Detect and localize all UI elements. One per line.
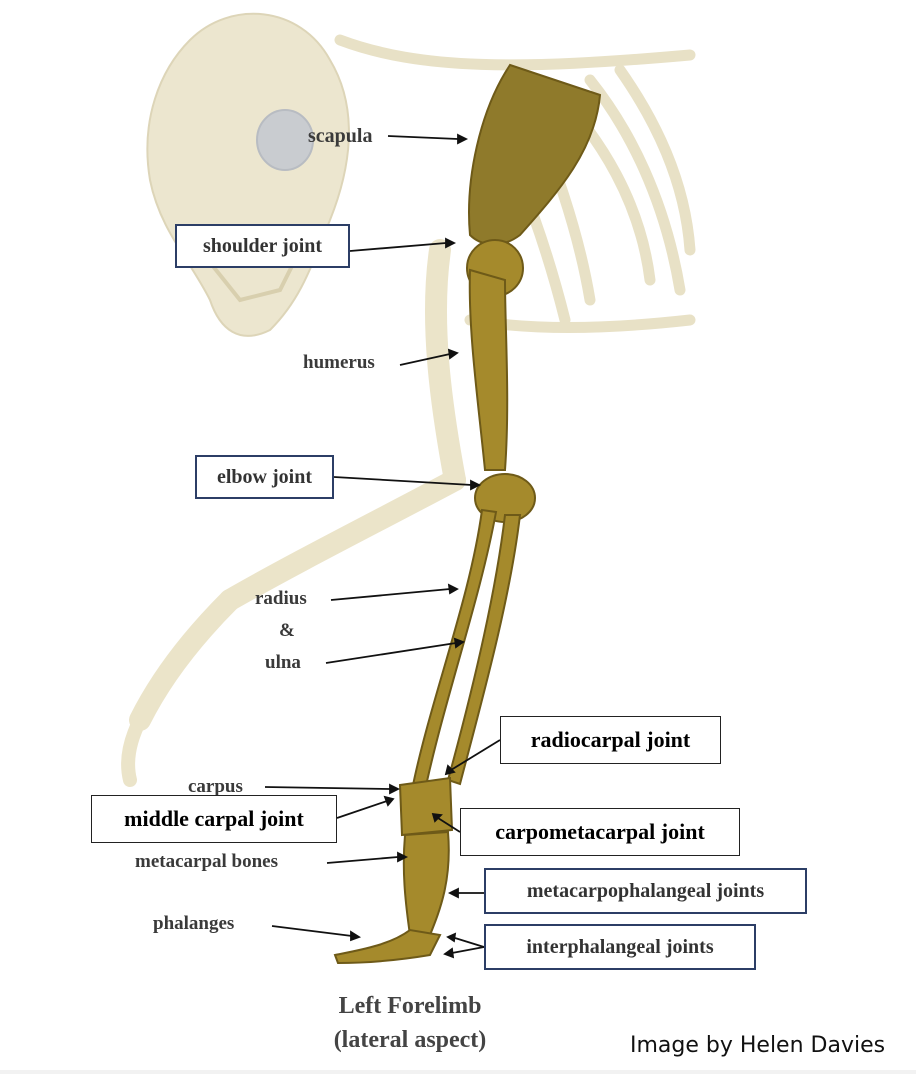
pointer-lines [264, 133, 501, 959]
metacarpophalangeal-joints-label: metacarpophalangeal joints [484, 868, 807, 914]
carpometacarpal-joint-label: carpometacarpal joint [460, 808, 740, 856]
caption-line-1: Left Forelimb [338, 993, 482, 1019]
faded-right-limb [121, 239, 466, 787]
humerus-bone [468, 268, 509, 471]
radius-label: radius [255, 588, 307, 609]
highlighted-forelimb [333, 63, 602, 965]
ulna-label: ulna [265, 652, 301, 673]
faded-skull [146, 12, 350, 337]
phalanges-label: phalanges [153, 913, 235, 934]
shoulder-joint-label: shoulder joint [175, 224, 350, 268]
scapula-label: scapula [308, 125, 373, 147]
middle-carpal-joint-label: middle carpal joint [91, 795, 337, 843]
carpus-label: carpus [188, 776, 243, 797]
carpal-bones [398, 776, 454, 837]
scapula-bone [468, 63, 602, 246]
figure-caption: Left Forelimb (lateral aspect) [290, 989, 530, 1057]
metacarpal-bones-shape [402, 830, 450, 936]
phalanges-bones [333, 928, 442, 965]
ampersand-label: & [279, 620, 295, 641]
metacarpal-bones-label: metacarpal bones [135, 851, 279, 872]
humerus-label: humerus [303, 352, 375, 373]
bottom-divider [0, 1070, 916, 1074]
caption-line-2: (lateral aspect) [333, 1027, 487, 1053]
image-credit: Image by Helen Davies [630, 1033, 886, 1058]
radiocarpal-joint-label: radiocarpal joint [500, 716, 721, 764]
ulna-bone [446, 514, 522, 786]
elbow-joint-label: elbow joint [195, 455, 334, 499]
interphalangeal-joints-label: interphalangeal joints [484, 924, 756, 970]
